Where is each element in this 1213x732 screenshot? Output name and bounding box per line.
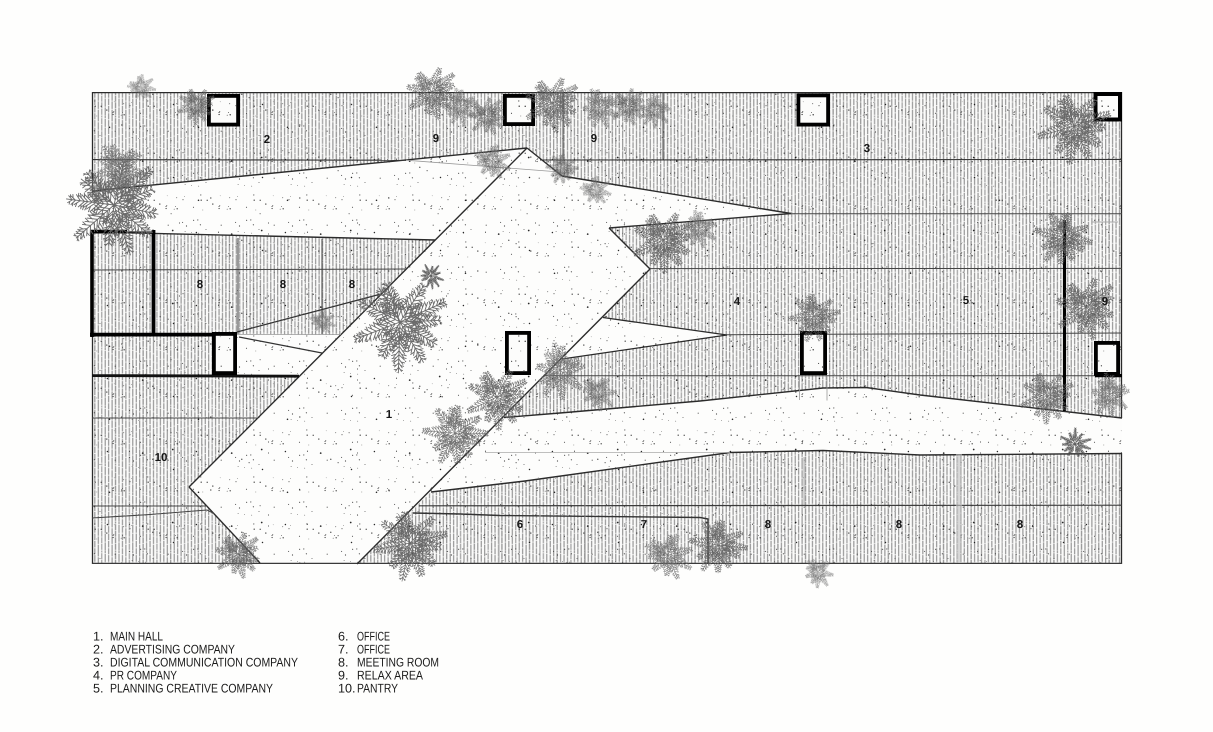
- svg-text:OFFICE: OFFICE: [357, 630, 390, 644]
- svg-text:8: 8: [765, 519, 772, 531]
- svg-text:9: 9: [433, 133, 439, 145]
- svg-text:RELAX AREA: RELAX AREA: [357, 669, 423, 683]
- svg-text:3.: 3.: [93, 656, 104, 670]
- svg-text:4: 4: [734, 296, 741, 308]
- svg-text:PLANNING CREATIVE COMPANY: PLANNING CREATIVE COMPANY: [110, 682, 273, 696]
- svg-text:8: 8: [197, 279, 204, 291]
- svg-text:6: 6: [517, 519, 523, 531]
- svg-text:5.: 5.: [93, 682, 104, 696]
- svg-text:DIGITAL COMMUNICATION COMPANY: DIGITAL COMMUNICATION COMPANY: [110, 656, 298, 670]
- svg-text:1.: 1.: [93, 630, 104, 644]
- svg-text:MAIN HALL: MAIN HALL: [110, 630, 163, 644]
- svg-text:4.: 4.: [93, 669, 104, 683]
- svg-text:6.: 6.: [338, 630, 349, 644]
- svg-text:5: 5: [963, 295, 970, 307]
- svg-text:OFFICE: OFFICE: [357, 643, 390, 657]
- svg-text:PANTRY: PANTRY: [357, 682, 398, 696]
- svg-text:7.: 7.: [338, 643, 349, 657]
- svg-text:7: 7: [641, 519, 647, 531]
- svg-text:PR COMPANY: PR COMPANY: [110, 669, 177, 683]
- svg-text:10.: 10.: [338, 682, 356, 696]
- svg-text:8: 8: [280, 279, 287, 291]
- svg-text:10: 10: [155, 452, 168, 464]
- svg-text:1: 1: [386, 409, 393, 421]
- svg-text:8: 8: [1017, 519, 1024, 531]
- svg-text:2: 2: [264, 134, 270, 146]
- svg-text:8.: 8.: [338, 656, 349, 670]
- svg-text:9: 9: [1102, 296, 1108, 308]
- svg-text:ADVERTISING COMPANY: ADVERTISING COMPANY: [110, 643, 235, 657]
- svg-text:3: 3: [864, 143, 870, 155]
- svg-text:8: 8: [349, 279, 356, 291]
- svg-text:MEETING ROOM: MEETING ROOM: [357, 656, 439, 670]
- svg-text:8: 8: [896, 519, 903, 531]
- svg-text:9.: 9.: [338, 669, 349, 683]
- svg-text:9: 9: [591, 133, 597, 145]
- svg-text:2.: 2.: [93, 643, 104, 657]
